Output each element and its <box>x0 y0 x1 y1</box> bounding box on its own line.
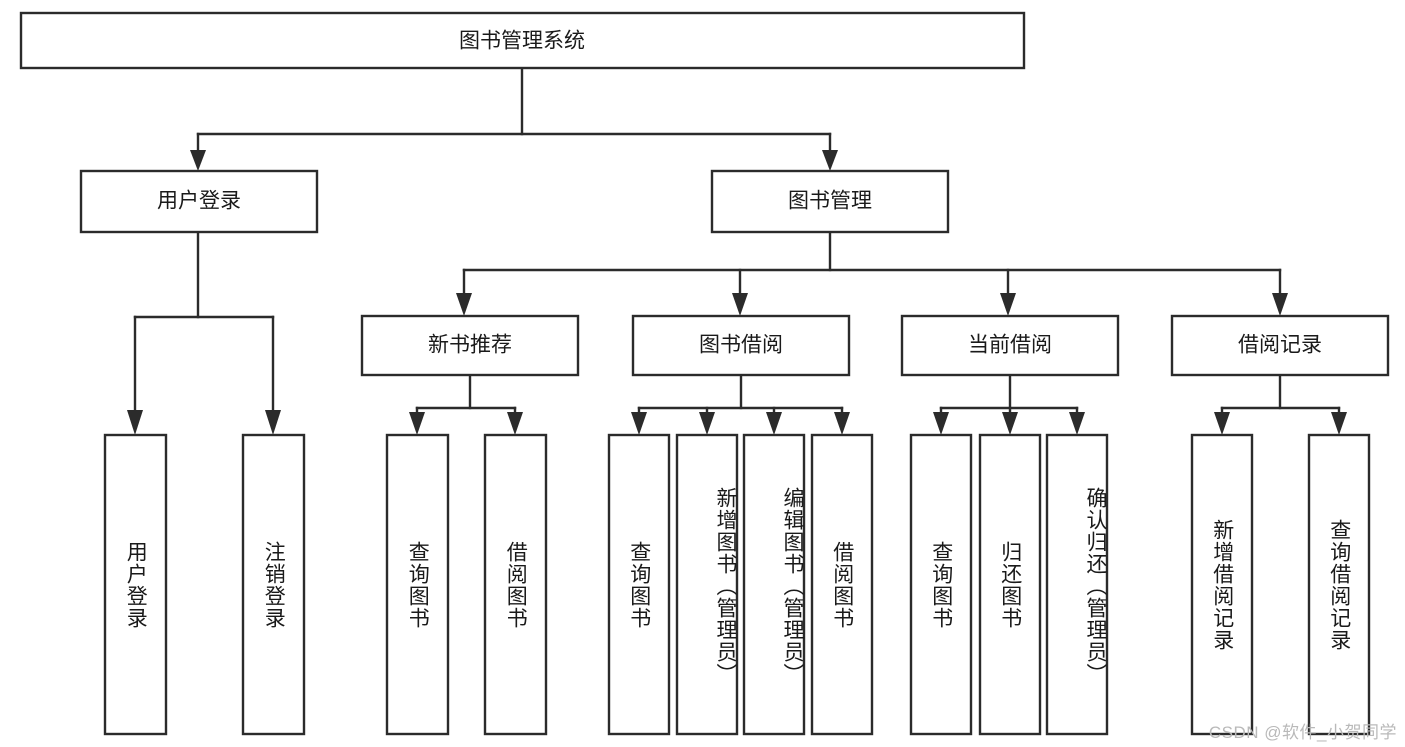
arrowhead-leaf-edit-book <box>766 412 782 435</box>
arrowhead-leaf-add-book <box>699 412 715 435</box>
arrowhead-leaf-return-book <box>1002 412 1018 435</box>
node-book-manage[interactable] <box>710 169 950 234</box>
node-root-label: 图书管理系统 <box>459 30 585 53</box>
node-borrow-record[interactable] <box>1170 314 1390 377</box>
arrowhead-current-borrow <box>1000 293 1016 316</box>
node-leaf-edit-book[interactable] <box>742 433 806 736</box>
arrowhead-leaf-borrow-book-2 <box>834 412 850 435</box>
arrowhead-leaf-query-book-3 <box>933 412 949 435</box>
node-leaf-logout-login[interactable] <box>241 433 306 736</box>
arrowhead-leaf-borrow-book-1 <box>507 412 523 435</box>
node-root[interactable] <box>19 11 1026 70</box>
arrowhead-book-manage <box>822 150 838 171</box>
node-user-login[interactable] <box>79 169 319 234</box>
node-book-manage-label: 图书管理 <box>788 190 872 213</box>
node-leaf-add-record[interactable] <box>1190 433 1254 736</box>
node-new-book-rec-label: 新书推荐 <box>428 334 512 357</box>
node-book-borrow-label: 图书借阅 <box>699 334 783 357</box>
node-current-borrow[interactable] <box>900 314 1120 377</box>
arrowhead-leaf-query-book-2 <box>631 412 647 435</box>
node-new-book-rec[interactable] <box>360 314 580 377</box>
node-leaf-add-book[interactable] <box>675 433 739 736</box>
arrowhead-user-login <box>190 150 206 171</box>
arrowhead-leaf-query-book-1 <box>409 412 425 435</box>
arrowhead-book-borrow <box>732 293 748 316</box>
node-leaf-query-book-3[interactable] <box>909 433 973 736</box>
node-leaf-borrow-book-1[interactable] <box>483 433 548 736</box>
arrowhead-leaf-add-record <box>1214 412 1230 435</box>
arrowhead-leaf-user-login <box>127 410 143 435</box>
node-leaf-borrow-book-2[interactable] <box>810 433 874 736</box>
watermark-text: CSDN @软件_小贺同学 <box>1208 723 1397 742</box>
node-user-login-label: 用户登录 <box>157 190 241 213</box>
arrowhead-leaf-query-record <box>1331 412 1347 435</box>
nodes-layer: 图书管理系统 用户登录 图书管理 新书推荐 图书借阅 当前借阅 借阅记录 <box>19 11 1390 736</box>
edges-layer <box>127 66 1347 435</box>
node-leaf-query-book-1[interactable] <box>385 433 450 736</box>
node-book-borrow[interactable] <box>631 314 851 377</box>
arrowhead-new-book-rec <box>456 293 472 316</box>
node-current-borrow-label: 当前借阅 <box>968 334 1052 357</box>
node-leaf-query-record[interactable] <box>1307 433 1371 736</box>
node-leaf-query-book-2[interactable] <box>607 433 671 736</box>
node-leaf-confirm-return[interactable] <box>1045 433 1109 736</box>
arrowhead-leaf-logout-login <box>265 410 281 435</box>
node-borrow-record-label: 借阅记录 <box>1238 334 1322 357</box>
arrowhead-leaf-confirm-return <box>1069 412 1085 435</box>
arrowhead-borrow-record <box>1272 293 1288 316</box>
node-leaf-return-book[interactable] <box>978 433 1042 736</box>
node-leaf-user-login[interactable] <box>103 433 168 736</box>
